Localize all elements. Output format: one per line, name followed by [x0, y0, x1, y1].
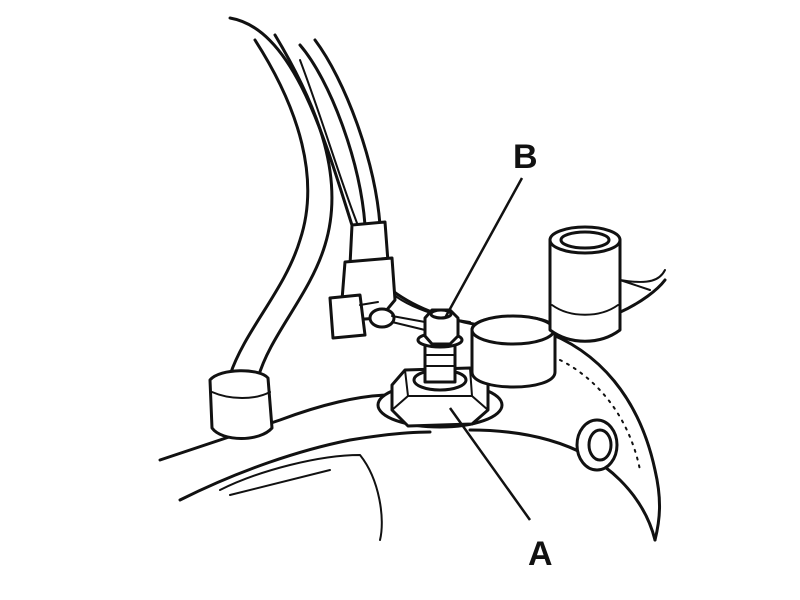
sensor-wire [298, 38, 426, 340]
pipe-fitting [548, 225, 651, 343]
round-cap [470, 314, 557, 389]
hose [208, 33, 334, 440]
callout-leader-a [448, 407, 532, 521]
callout-leader-b [443, 177, 524, 319]
callout-label-b: B [513, 138, 538, 176]
side-port [575, 418, 619, 472]
fastener-assembly [376, 308, 504, 429]
callout-label-a: A [528, 535, 553, 573]
